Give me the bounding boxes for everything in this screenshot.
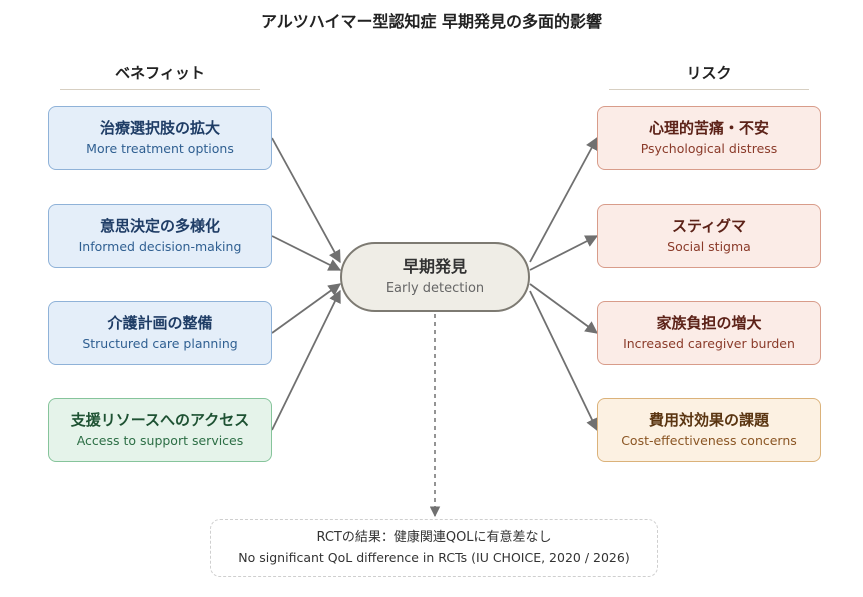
benefit-box-3: 介護計画の整備 Structured care planning [48, 301, 272, 365]
arrow-risk-4 [529, 290, 598, 432]
arrow-risk-3 [529, 283, 599, 334]
risk-1-jp: 心理的苦痛・不安 [648, 119, 769, 137]
arrow-risk-2 [529, 235, 599, 271]
note-line-jp: RCTの結果：健康関連QOLに有意差なし [316, 530, 552, 545]
benefits-heading: ベネフィット [60, 62, 260, 90]
benefit-1-en: More treatment options [86, 141, 234, 156]
arrow-benefit-4 [271, 289, 341, 431]
risk-4-jp: 費用対効果の課題 [648, 411, 769, 429]
arrow-benefit-2 [271, 235, 342, 271]
benefit-2-en: Informed decision-making [78, 239, 242, 254]
center-node: 早期発見 Early detection [340, 242, 530, 312]
arrow-risk-1 [529, 136, 598, 263]
risk-box-3: 家族負担の増大 Increased caregiver burden [597, 301, 821, 365]
risks-heading: リスク [609, 62, 809, 90]
risk-2-en: Social stigma [667, 239, 751, 254]
benefit-2-jp: 意思決定の多様化 [99, 217, 220, 235]
benefit-4-en: Access to support services [76, 433, 244, 448]
arrow-benefit-3 [271, 283, 342, 334]
note-line-en: No significant QoL difference in RCTs (I… [238, 550, 630, 565]
center-en: Early detection [385, 281, 485, 296]
risk-box-2: スティグマ Social stigma [597, 204, 821, 268]
risk-4-en: Cost-effectiveness concerns [621, 433, 797, 448]
risk-1-en: Psychological distress [640, 141, 778, 156]
risk-2-jp: スティグマ [671, 217, 747, 235]
benefit-box-4: 支援リソースへのアクセス Access to support services [48, 398, 272, 462]
risk-box-1: 心理的苦痛・不安 Psychological distress [597, 106, 821, 170]
risk-3-jp: 家族負担の増大 [656, 314, 762, 332]
diagram-title: アルツハイマー型認知症 早期発見の多面的影響 [260, 12, 603, 31]
benefit-1-jp: 治療選択肢の拡大 [99, 119, 220, 137]
benefit-box-1: 治療選択肢の拡大 More treatment options [48, 106, 272, 170]
arrow-benefit-1 [271, 137, 341, 264]
risk-3-en: Increased caregiver burden [623, 336, 795, 351]
benefit-4-jp: 支援リソースへのアクセス [70, 411, 250, 429]
center-jp: 早期発見 [402, 257, 467, 276]
benefit-3-jp: 介護計画の整備 [107, 314, 213, 332]
rct-result-note: RCTの結果：健康関連QOLに有意差なし No significant QoL … [210, 519, 658, 577]
risk-box-4: 費用対効果の課題 Cost-effectiveness concerns [597, 398, 821, 462]
benefit-3-en: Structured care planning [82, 336, 238, 351]
benefit-box-2: 意思決定の多様化 Informed decision-making [48, 204, 272, 268]
